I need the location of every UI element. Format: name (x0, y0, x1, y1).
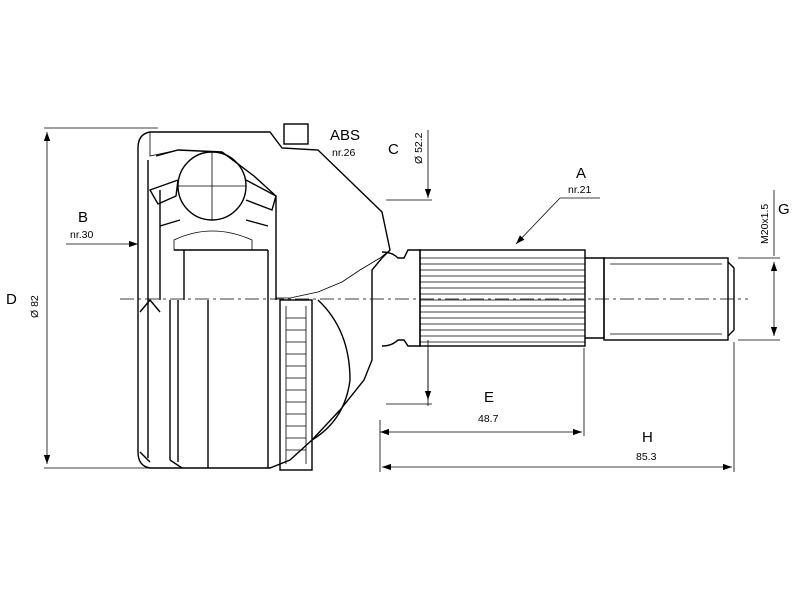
label-h-letter: H (642, 429, 653, 446)
label-b-letter: B (78, 209, 88, 226)
label-b: B nr.30 (70, 209, 94, 241)
label-e-letter: E (484, 389, 494, 406)
label-e: E 48.7 (478, 389, 499, 425)
label-g-note: M20x1.5 (759, 204, 771, 244)
label-h-note: 85.3 (636, 451, 657, 463)
label-abs: ABS nr.26 (330, 127, 360, 159)
label-c-note: Ø 52.2 (413, 132, 425, 164)
label-h: H 85.3 (636, 429, 657, 463)
dimension-lines (43, 127, 780, 472)
label-e-note: 48.7 (478, 413, 499, 425)
abs-ring (279, 123, 313, 471)
stub-shaft (381, 249, 735, 347)
label-d: D Ø 82 (6, 291, 41, 318)
label-b-note: nr.30 (70, 229, 94, 241)
label-g-letter: G (778, 201, 790, 218)
ball-and-cage (148, 151, 277, 251)
label-d-note: Ø 82 (29, 295, 41, 318)
label-c-letter: C (388, 141, 399, 158)
label-d-letter: D (6, 291, 17, 308)
housing-body (137, 131, 391, 469)
label-c: C Ø 52.2 (388, 132, 425, 164)
label-a-note: nr.21 (568, 184, 592, 196)
label-abs-note: nr.26 (332, 147, 356, 159)
label-a: A nr.21 (568, 165, 592, 196)
label-a-letter: A (576, 165, 586, 182)
label-g: G M20x1.5 (759, 201, 790, 244)
label-abs-letter: ABS (330, 127, 360, 144)
